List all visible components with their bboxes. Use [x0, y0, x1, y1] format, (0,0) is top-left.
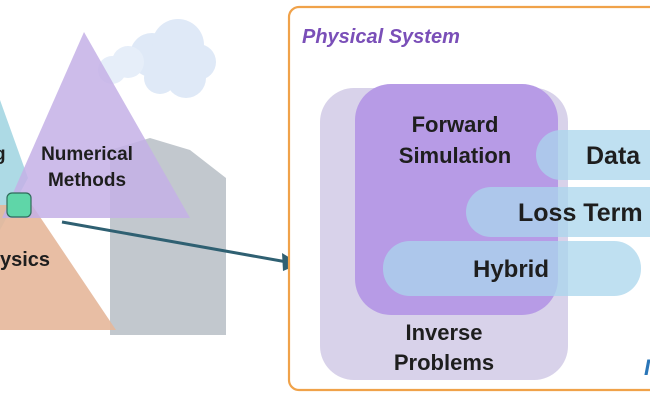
numerical-methods-mountain — [2, 32, 190, 218]
connector-node — [6, 192, 32, 218]
hybrid-band — [383, 241, 641, 296]
inverse-line2: Problems — [394, 350, 494, 375]
loss-term-band — [466, 187, 650, 237]
hybrid-label: Hybrid — [473, 256, 549, 283]
partial-left-label: g — [0, 144, 6, 165]
loss-term-label: Loss Term — [518, 199, 643, 227]
numerical-methods-line2: Methods — [48, 170, 126, 191]
physics-label: ysics — [0, 249, 50, 271]
forward-line2: Simulation — [399, 143, 511, 168]
forward-line1: Forward — [412, 112, 499, 137]
cloud-small — [98, 46, 144, 84]
physical-system-title: Physical System — [302, 26, 460, 48]
peach-mountain — [0, 205, 116, 330]
inverse-line1: Inverse — [405, 320, 482, 345]
numerical-methods-line1: Numerical — [41, 144, 133, 165]
data-band — [536, 130, 650, 180]
partial-corner-label: I — [644, 355, 650, 380]
data-label: Data — [586, 142, 641, 170]
